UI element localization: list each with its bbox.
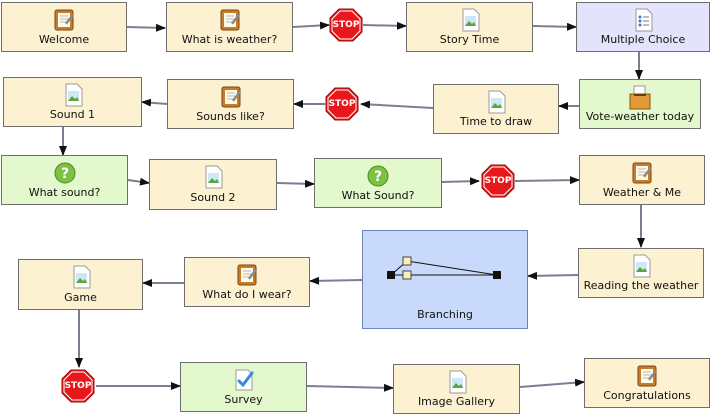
connector-sound2-to-whatsound2 <box>276 179 315 188</box>
activity-node-what-do-i-wear[interactable]: What do I wear? <box>184 257 310 307</box>
connector-reading-to-branching <box>527 271 579 280</box>
node-label: What sound? <box>28 186 101 199</box>
stop-sign-icon <box>325 87 359 121</box>
node-label: Survey <box>224 393 263 406</box>
node-label: Multiple Choice <box>600 33 686 46</box>
notebook-icon <box>220 85 242 113</box>
notebook-icon <box>219 8 241 36</box>
stop-label: STOP <box>332 20 360 30</box>
node-label: Congratulations <box>603 389 691 402</box>
question-icon: ? <box>366 164 390 192</box>
notebook-icon <box>53 8 75 36</box>
node-label: Branching <box>417 308 473 321</box>
ballot-box-icon <box>628 85 652 115</box>
connector-whatsound-to-sound2 <box>127 177 150 186</box>
branching-icon <box>385 255 505 285</box>
notebook-icon <box>631 161 653 189</box>
node-label: Sound 1 <box>49 108 96 121</box>
connector-whatsound2-to-stop3 <box>441 177 480 186</box>
image-page-icon <box>485 90 507 118</box>
node-label: Time to draw <box>459 115 533 128</box>
activity-node-congratulations[interactable]: Congratulations <box>584 358 710 408</box>
connector-survey-to-gallery <box>306 383 394 392</box>
image-page-icon <box>62 83 84 111</box>
svg-text:?: ? <box>60 166 68 182</box>
stop-sign-icon <box>329 8 363 42</box>
stop-label: STOP <box>64 381 92 391</box>
node-label: Vote-weather today <box>585 110 695 123</box>
activity-node-story-time[interactable]: Story Time <box>406 2 533 52</box>
image-page-icon <box>70 265 92 293</box>
activity-node-what-sound-2[interactable]: ? What Sound? <box>314 158 442 208</box>
connector-gallery-to-congrats <box>519 378 585 388</box>
connector-welcome-to-weather <box>126 23 166 32</box>
stop-label: STOP <box>484 176 512 186</box>
activity-node-sound-1[interactable]: Sound 1 <box>3 77 142 127</box>
activity-node-multiple-choice[interactable]: Multiple Choice <box>576 2 710 52</box>
node-label: What Sound? <box>341 189 415 202</box>
node-label: Sound 2 <box>190 191 236 204</box>
stop-sign-icon <box>61 369 95 403</box>
activity-node-what-is-weather[interactable]: What is weather? <box>166 2 293 52</box>
connector-sounds-to-sound1 <box>141 98 168 107</box>
stop-gate[interactable]: STOP <box>329 8 363 42</box>
stop-gate[interactable]: STOP <box>481 164 515 198</box>
activity-node-game[interactable]: Game <box>18 259 143 310</box>
activity-node-sound-2[interactable]: Sound 2 <box>149 159 277 210</box>
activity-node-what-sound[interactable]: ? What sound? <box>1 155 128 205</box>
node-label: What do I wear? <box>202 288 292 301</box>
notebook-icon <box>236 263 258 291</box>
connector-draw-to-stop2 <box>360 100 434 109</box>
stop-gate[interactable]: STOP <box>325 87 359 121</box>
activity-node-vote-weather-today[interactable]: Vote-weather today <box>579 79 701 129</box>
node-label: Reading the weather <box>583 279 699 292</box>
node-label: Image Gallery <box>417 395 496 408</box>
connector-branching-to-wear <box>309 276 363 285</box>
node-label: Game <box>64 291 97 304</box>
node-label: Story Time <box>439 33 500 46</box>
activity-node-survey[interactable]: Survey <box>180 362 307 412</box>
activity-node-welcome[interactable]: Welcome <box>1 2 127 52</box>
checklist-icon <box>632 8 654 36</box>
node-label: What is weather? <box>181 33 278 46</box>
stop-label: STOP <box>328 99 356 109</box>
activity-node-sounds-like[interactable]: Sounds like? <box>167 79 294 129</box>
connector-story-to-multiple <box>532 22 577 31</box>
activity-node-weather-and-me[interactable]: Weather & Me <box>579 155 705 205</box>
connector-stop3-to-weatherme <box>514 176 580 185</box>
image-page-icon <box>630 254 652 282</box>
connector-weather-to-stop1 <box>292 21 330 30</box>
connector-stop1-to-story <box>362 21 407 30</box>
node-label: Sounds like? <box>196 110 265 123</box>
notebook-icon <box>636 364 658 392</box>
image-page-icon <box>446 370 468 398</box>
image-page-icon <box>202 165 224 193</box>
survey-checkmark-icon <box>232 368 256 396</box>
image-page-icon <box>459 8 481 36</box>
stop-sign-icon <box>481 164 515 198</box>
activity-node-reading-the-weather[interactable]: Reading the weather <box>578 248 704 298</box>
question-icon: ? <box>53 161 77 189</box>
activity-node-branching[interactable]: Branching <box>362 230 528 329</box>
svg-text:?: ? <box>374 169 382 185</box>
node-label: Weather & Me <box>602 186 682 199</box>
node-label: Welcome <box>38 33 90 46</box>
stop-gate[interactable]: STOP <box>61 369 95 403</box>
activity-node-time-to-draw[interactable]: Time to draw <box>433 84 559 134</box>
activity-node-image-gallery[interactable]: Image Gallery <box>393 364 520 414</box>
